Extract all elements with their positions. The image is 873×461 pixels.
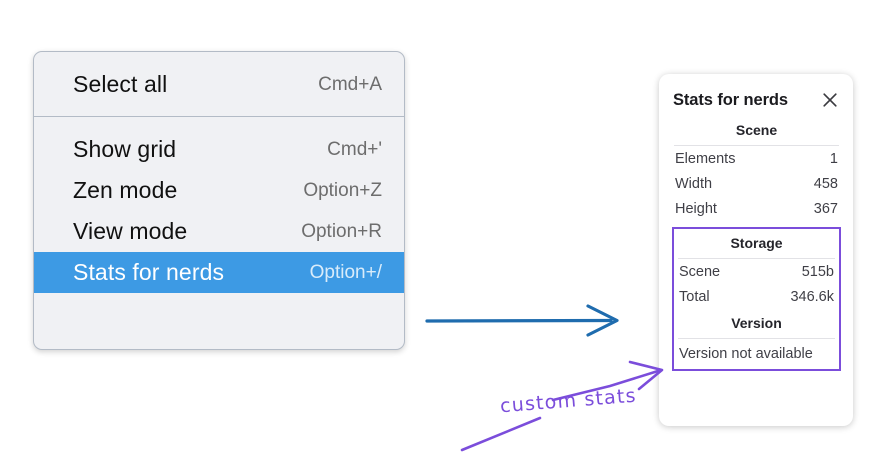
stat-value: 1 bbox=[829, 151, 838, 167]
menu-item-label: View mode bbox=[73, 218, 188, 244]
menu-item-label: Zen mode bbox=[73, 177, 178, 203]
section-version: Version Version not available bbox=[676, 309, 837, 364]
stat-value: 515b bbox=[801, 264, 834, 280]
stat-row: Total 346.6k bbox=[676, 284, 837, 309]
stat-row: Height 367 bbox=[672, 196, 841, 221]
version-value: Version not available bbox=[679, 346, 813, 362]
section-storage: Storage Scene 515b Total 346.6k bbox=[676, 229, 837, 309]
stat-label: Elements bbox=[675, 151, 736, 167]
section-heading: Storage bbox=[730, 235, 783, 251]
section-rule bbox=[674, 145, 839, 146]
section-heading: Scene bbox=[735, 122, 778, 138]
stat-label: Width bbox=[675, 176, 713, 192]
menu-item-shortcut: Option+R bbox=[301, 220, 382, 242]
section-scene: Scene Elements 1 Width 458 Height 367 bbox=[672, 113, 841, 221]
custom-stats-block: Storage Scene 515b Total 346.6k Version … bbox=[672, 227, 841, 371]
menu-item-select-all[interactable]: Select all Cmd+A bbox=[34, 64, 404, 105]
stat-value: 367 bbox=[813, 201, 838, 217]
menu-group-2: Show grid Cmd+' Zen mode Option+Z View m… bbox=[34, 117, 404, 305]
stat-row: Elements 1 bbox=[672, 146, 841, 171]
menu-item-view-mode[interactable]: View mode Option+R bbox=[34, 211, 404, 252]
section-heading: Version bbox=[731, 315, 782, 331]
menu-item-show-grid[interactable]: Show grid Cmd+' bbox=[34, 129, 404, 170]
stat-value: 458 bbox=[813, 176, 838, 192]
stat-label: Total bbox=[679, 289, 710, 305]
stat-label: Scene bbox=[679, 264, 721, 280]
panel-title: Stats for nerds bbox=[673, 90, 788, 109]
menu-item-label: Show grid bbox=[73, 136, 177, 162]
menu-item-stats-for-nerds[interactable]: Stats for nerds Option+/ bbox=[34, 252, 404, 293]
menu-item-zen-mode[interactable]: Zen mode Option+Z bbox=[34, 170, 404, 211]
stats-for-nerds-panel[interactable]: Stats for nerds Scene Elements 1 Width 4… bbox=[659, 74, 853, 426]
menu-item-shortcut: Cmd+' bbox=[327, 138, 382, 160]
context-menu[interactable]: Select all Cmd+A Show grid Cmd+' Zen mod… bbox=[33, 51, 405, 350]
stat-row: Scene 515b bbox=[676, 259, 837, 284]
custom-stats-annotation-label: custom stats bbox=[499, 384, 638, 418]
close-icon[interactable] bbox=[821, 91, 839, 109]
flow-arrow-icon bbox=[425, 304, 619, 337]
stat-label: Height bbox=[675, 201, 717, 217]
menu-item-label: Stats for nerds bbox=[73, 259, 225, 285]
menu-item-label: Select all bbox=[73, 71, 168, 97]
section-rule bbox=[678, 338, 835, 339]
menu-group-1: Select all Cmd+A bbox=[34, 52, 404, 116]
menu-item-shortcut: Cmd+A bbox=[318, 73, 382, 95]
menu-item-shortcut: Option+Z bbox=[303, 179, 382, 201]
stat-row: Width 458 bbox=[672, 171, 841, 196]
menu-item-shortcut: Option+/ bbox=[309, 261, 382, 283]
stat-value: 346.6k bbox=[790, 289, 834, 305]
panel-header: Stats for nerds bbox=[672, 84, 841, 113]
section-rule bbox=[678, 258, 835, 259]
menu-separator bbox=[34, 116, 404, 117]
